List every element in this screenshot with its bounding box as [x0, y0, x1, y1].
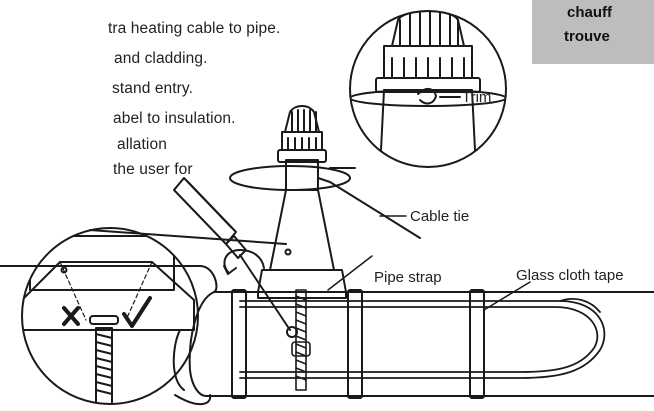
- connection-kit-body: [257, 105, 347, 299]
- pipe-strap-spring: [291, 289, 311, 391]
- label-pipe-strap: Pipe strap: [374, 269, 442, 286]
- label-trim: Trim: [462, 89, 491, 106]
- pipe-strap-leader: [327, 255, 373, 291]
- zoom-detail-trim: [349, 10, 507, 168]
- label-cable-tie: Cable tie: [410, 208, 469, 225]
- label-glass-cloth-tape: Glass cloth tape: [516, 267, 624, 284]
- glass-cloth-tape-leader: [483, 281, 531, 311]
- screwdriver-illustration: [89, 177, 298, 338]
- zoom-detail-pipe-strap: [21, 227, 199, 405]
- side-note-line-1: chauff: [567, 4, 612, 21]
- instruction-line-3: stand entry.: [112, 80, 194, 97]
- glass-cloth-tape-bands: [231, 289, 485, 399]
- instruction-line-5: allation: [117, 136, 167, 153]
- side-note-box: chauff trouve: [532, 0, 654, 64]
- instruction-line-4: abel to insulation.: [113, 110, 236, 127]
- heating-cable: [239, 298, 606, 379]
- instruction-line-1: tra heating cable to pipe.: [108, 20, 281, 37]
- side-note-line-2: trouve: [564, 28, 610, 45]
- instruction-line-6: the user for: [113, 161, 193, 178]
- instruction-line-2: and cladding.: [114, 50, 208, 67]
- cable-tie: [229, 165, 421, 239]
